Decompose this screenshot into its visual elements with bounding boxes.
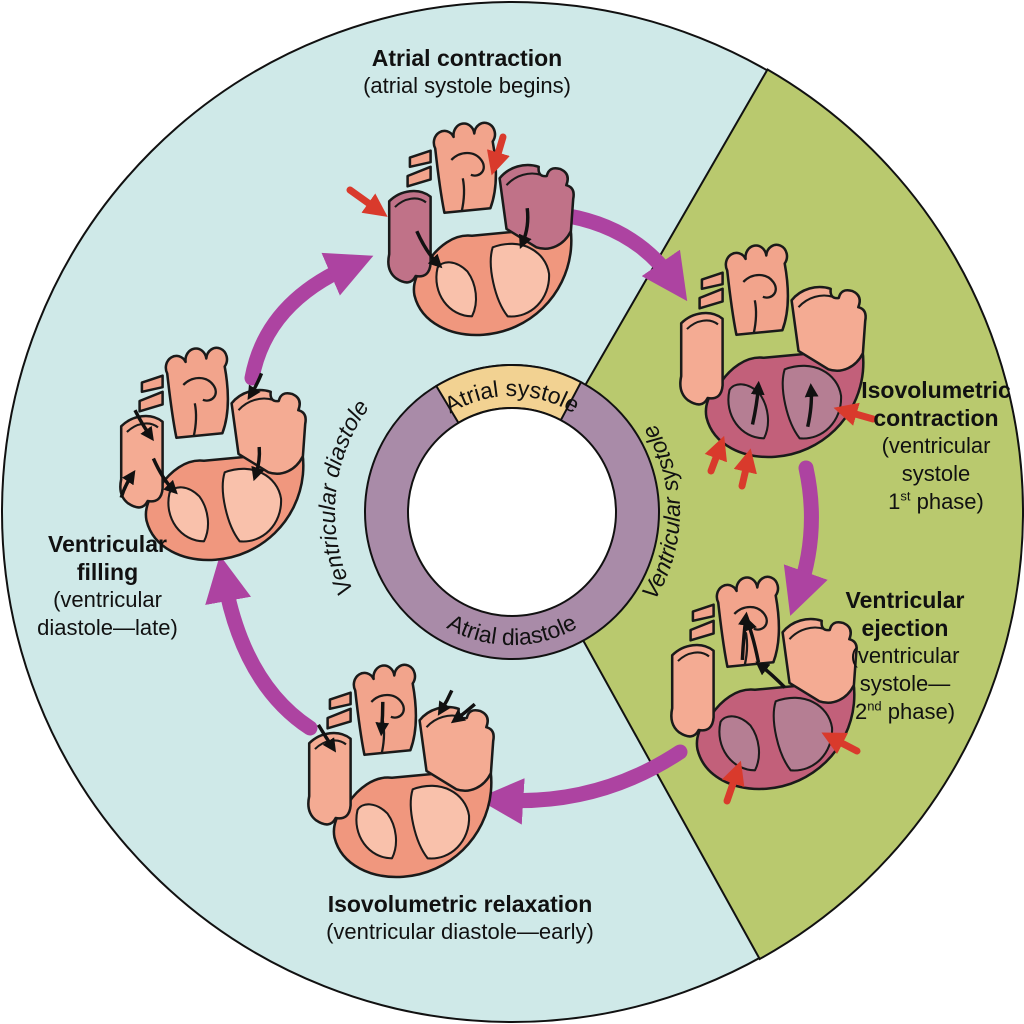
cycle-ring: Atrial systole Atrial diastole Ventricul… [314, 364, 685, 660]
phase-subtitle: diastole—late) [37, 615, 178, 640]
phase-subtitle: (atrial systole begins) [363, 73, 571, 98]
contraction-arrows-atrial [346, 133, 510, 217]
heart-isovolumetric-relaxation [307, 663, 495, 879]
heart-ventricular-ejection [670, 575, 858, 791]
systole-region [510, 68, 1024, 961]
ring-inner-disc [407, 407, 617, 617]
phase-subtitle: (ventricular diastole—early) [326, 919, 594, 944]
phase-subtitle: systole [901, 461, 971, 486]
phase-title: Isovolumetric [861, 377, 1011, 403]
phase-title: Ventricular [845, 587, 965, 613]
phase-subtitle: systole— [859, 671, 951, 696]
heart-ventricular-filling [119, 346, 307, 562]
phase-title: ejection [861, 615, 949, 641]
contraction-arrows-isovolumetric [704, 402, 877, 490]
phase-subtitle: 2nd phase) [854, 698, 956, 724]
label-ventricular-ejection: Ventricular ejection (ventricular systol… [820, 586, 990, 726]
phase-title: Ventricular [48, 531, 167, 557]
heart-isovolumetric-contraction [679, 243, 867, 459]
phase-subtitle: (ventricular [881, 433, 991, 458]
phase-subtitle: (ventricular [850, 643, 960, 668]
phase-title: filling [76, 559, 139, 585]
cycle-arrow-relaxation-to-filling [205, 555, 318, 736]
label-atrial-contraction: Atrial contraction (atrial systole begin… [277, 44, 657, 100]
cycle-arrow-atrial-to-isocontraction [548, 206, 688, 302]
phase-title: contraction [873, 405, 999, 431]
cycle-arrows [205, 206, 828, 825]
cycle-arrow-filling-to-atrial [244, 252, 374, 386]
phase-subtitle: (ventricular [53, 587, 162, 612]
phase-title: Isovolumetric relaxation [327, 891, 593, 917]
label-isovolumetric-relaxation: Isovolumetric relaxation (ventricular di… [250, 890, 670, 946]
contraction-arrows [346, 133, 877, 805]
label-ventricular-filling: Ventricular filling (ventricular diastol… [10, 530, 205, 642]
contraction-arrows-ejection [721, 732, 861, 805]
phase-subtitle: 1st phase) [888, 488, 984, 514]
label-isovolumetric-contraction: Isovolumetric contraction (ventricular s… [848, 376, 1024, 516]
cycle-arrow-ejection-to-relaxation [476, 744, 688, 825]
cycle-arrow-isocontraction-to-ejection [783, 460, 828, 616]
phase-title: Atrial contraction [371, 45, 563, 71]
heart-atrial-contraction [387, 121, 575, 337]
